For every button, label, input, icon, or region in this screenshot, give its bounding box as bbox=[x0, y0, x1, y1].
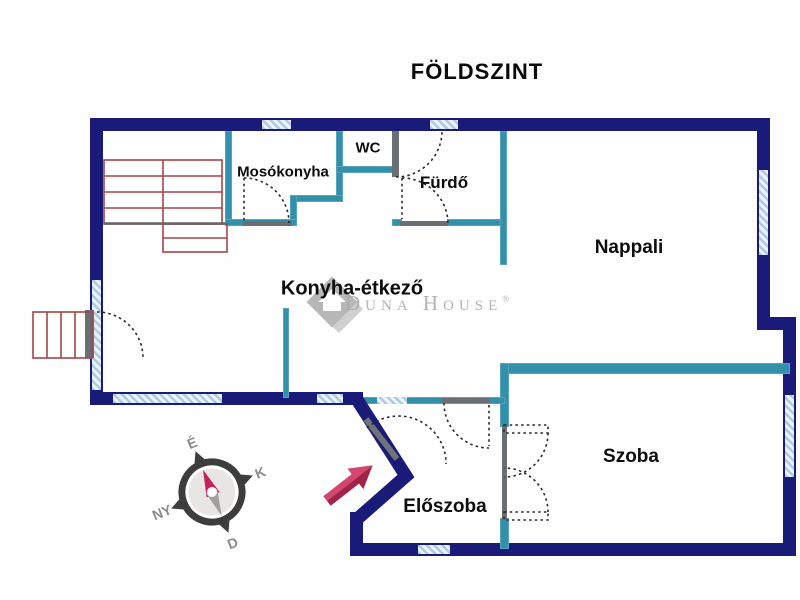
door-leaf-entrance bbox=[363, 417, 400, 461]
window-bottom-hall bbox=[418, 545, 450, 554]
wall-hall-room-upper bbox=[500, 363, 509, 427]
window-kitchen-south-long bbox=[113, 394, 222, 403]
wall-kitchen-hall bbox=[357, 397, 505, 404]
door-arc-side bbox=[96, 311, 144, 359]
window-top-bathroom bbox=[430, 120, 458, 129]
door-leaf-room-bottom bbox=[503, 511, 549, 521]
room-label-mosokonyha: Mosókonyha bbox=[237, 163, 329, 181]
watermark-registered: ® bbox=[502, 294, 510, 304]
door-arc-room-bottom bbox=[503, 467, 549, 513]
watermark-text: Duna House® bbox=[345, 291, 509, 316]
door-frame-room bbox=[502, 425, 507, 520]
compass-label-west: NY bbox=[150, 501, 175, 523]
door-leaf-side bbox=[85, 310, 94, 358]
room-label-szoba: Szoba bbox=[603, 446, 659, 467]
stairs-indoor bbox=[103, 159, 228, 253]
window-top-laundry bbox=[262, 120, 291, 129]
door-arc-wc bbox=[395, 130, 443, 178]
door-arc-bath bbox=[401, 177, 449, 225]
door-arc-room-top bbox=[503, 432, 549, 478]
door-leaf-wc bbox=[392, 131, 399, 177]
wall-laundry-step-v bbox=[290, 195, 297, 226]
window-kitchen-south-small bbox=[317, 394, 343, 403]
window-left-kitchen bbox=[92, 280, 101, 390]
wall-kitchen-stub bbox=[283, 308, 289, 398]
room-label-furdo: Fürdő bbox=[419, 173, 469, 192]
stairs-exterior bbox=[32, 311, 93, 359]
wall-living-room-div bbox=[500, 363, 790, 374]
compass: É K D NY bbox=[150, 434, 268, 553]
wall-bath-bottom-r bbox=[447, 219, 507, 226]
compass-label-south: D bbox=[225, 534, 240, 553]
door-sill-bath bbox=[400, 221, 448, 226]
wall-laundry-step-h bbox=[290, 195, 343, 202]
door-sill-laundry bbox=[243, 221, 292, 226]
compass-label-east: K bbox=[253, 463, 268, 482]
door-arc-laundry bbox=[243, 177, 290, 224]
door-arcs bbox=[96, 130, 549, 521]
wall-bath-bottom-l bbox=[392, 219, 402, 226]
entrance-arrow bbox=[323, 465, 373, 506]
room-label-eloszoba: Előszoba bbox=[403, 496, 487, 517]
wall-wc-bottom bbox=[336, 166, 398, 173]
room-label-wc: WC bbox=[355, 139, 381, 157]
room-label-konyha: Konyha-étkező bbox=[280, 277, 424, 300]
door-arc-hall bbox=[443, 402, 490, 449]
wall-stairs-laundry bbox=[225, 131, 232, 226]
window-right-living bbox=[759, 170, 768, 255]
page-title: FÖLDSZINT bbox=[410, 59, 544, 84]
wall-hall-room-lower bbox=[500, 518, 509, 549]
door-leaf-room-top bbox=[503, 424, 549, 434]
wall-bath-living bbox=[500, 131, 507, 265]
wall-outer-bottom bbox=[350, 543, 796, 556]
door-sill-hall bbox=[442, 398, 490, 403]
window-kitchen-hall bbox=[377, 397, 407, 404]
room-label-nappali: Nappali bbox=[594, 237, 664, 258]
compass-label-north: É bbox=[185, 434, 200, 452]
watermark-brand: Duna House bbox=[345, 291, 503, 315]
window-right-room bbox=[785, 395, 794, 477]
